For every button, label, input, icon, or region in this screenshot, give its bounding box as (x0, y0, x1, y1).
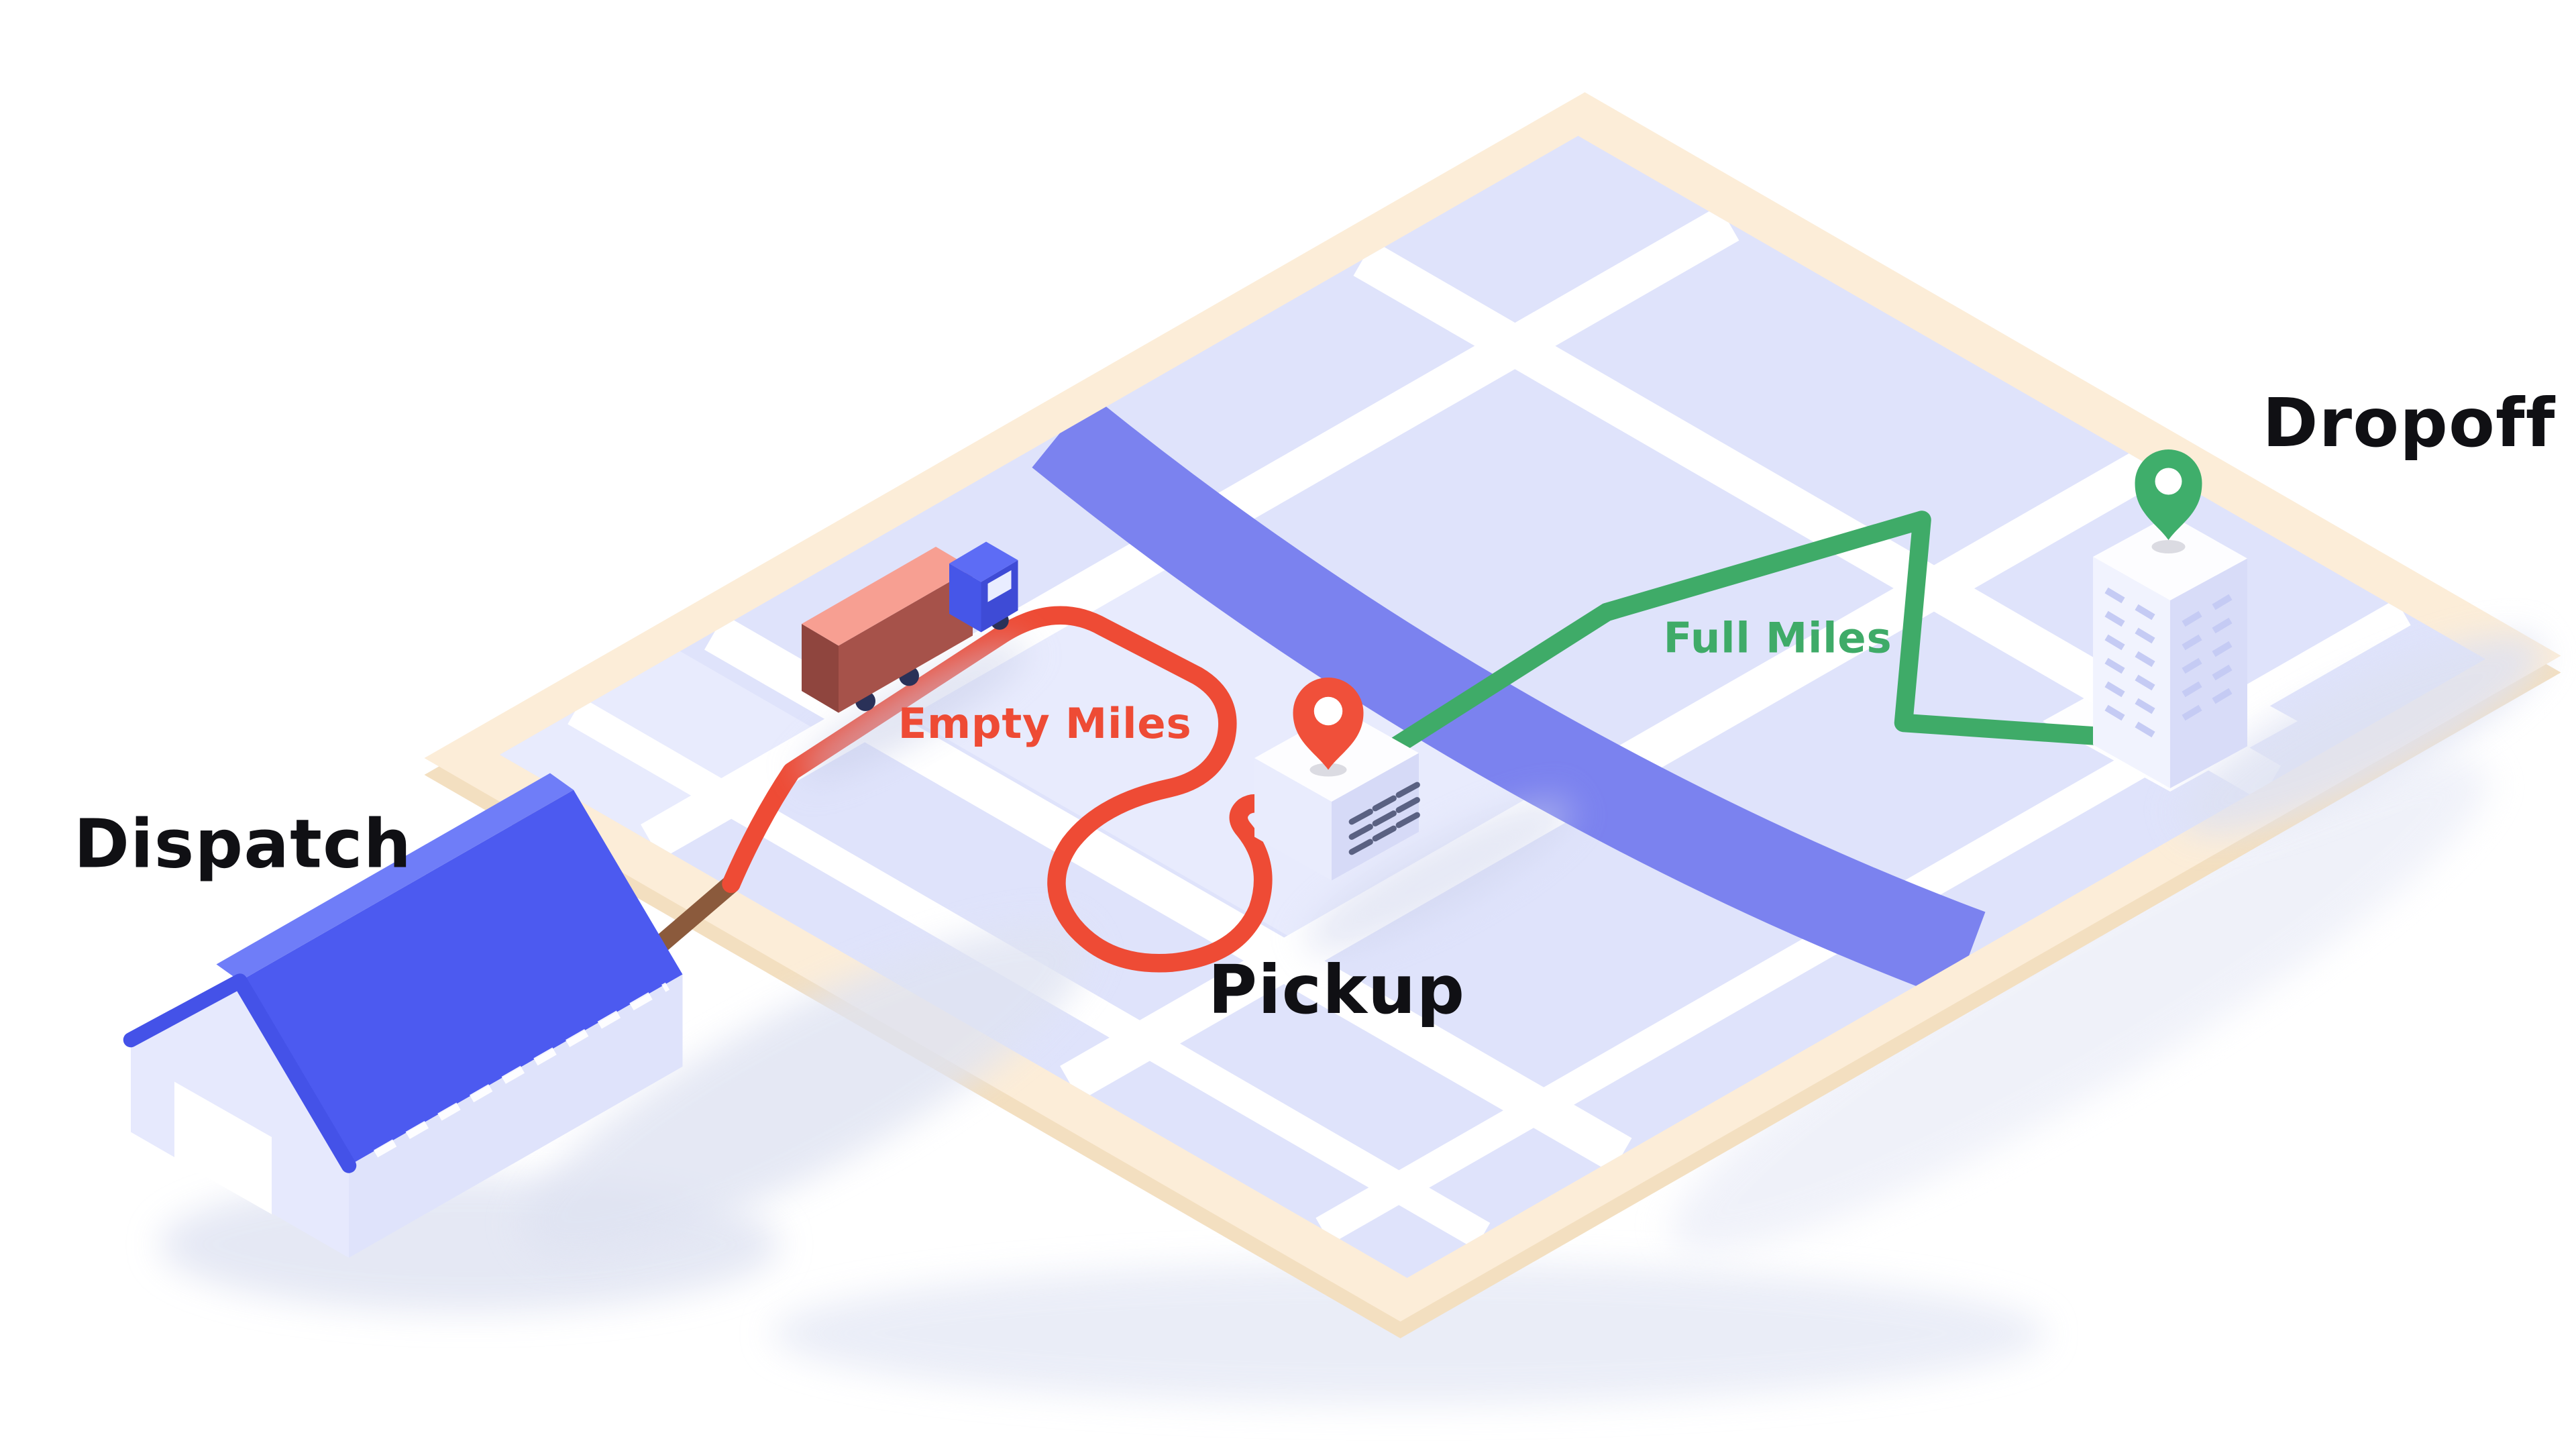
truck-trailer-top (802, 547, 973, 646)
river (1032, 394, 1986, 1000)
dropoff-label: Dropoff (2263, 384, 2556, 462)
labels: Dispatch Pickup Dropoff Empty Miles Full… (74, 384, 2556, 1029)
dropoff-roof (2093, 515, 2247, 600)
warehouse-roof (239, 790, 683, 1166)
warehouse-roof-ridge (216, 773, 574, 981)
empty-miles-label: Empty Miles (898, 699, 1192, 748)
full-miles-route (1367, 511, 2109, 767)
empty-miles-path (722, 606, 1306, 973)
delivery-truck (800, 541, 1028, 780)
warehouse-roof-fascia (123, 973, 357, 1173)
dispatch-label: Dispatch (74, 805, 412, 883)
truck-trailer-rear (802, 624, 839, 713)
city-block (907, 543, 1590, 936)
pickup-pin-icon (1293, 678, 1364, 777)
truck-windshield (987, 570, 1012, 602)
pin-hole (1313, 696, 1343, 726)
dropoff-building (2093, 515, 2247, 788)
full-miles-label: Full Miles (1664, 614, 1892, 663)
warehouse-side-wall (349, 974, 683, 1258)
truck-shadow (800, 642, 1028, 780)
dropoff-windows-left (2104, 587, 2155, 738)
pickup-left-face (1254, 758, 1332, 881)
dropoff-right-face (2170, 558, 2247, 788)
pickup-label: Pickup (1208, 951, 1466, 1029)
pin-hole (2155, 468, 2182, 495)
warehouse-streak-shadow (521, 924, 1089, 1256)
truck-cab-rear (949, 564, 981, 633)
pin-ground-shadow (2151, 540, 2186, 553)
dispatch-warehouse (123, 773, 683, 1258)
truck-trailer-side (839, 568, 973, 713)
pickup-vents (1348, 782, 1420, 855)
dropoff-shadow (2179, 635, 2544, 834)
pickup-shadow (1304, 798, 1574, 953)
warehouse-roof-dashes (373, 982, 670, 1158)
truck-cab-top (949, 541, 1018, 582)
map-right-shadow (1670, 760, 2489, 1252)
full-miles-path (1367, 511, 2109, 767)
warehouse-door (174, 1081, 272, 1214)
dropoff-pin-icon (2135, 449, 2202, 553)
dropoff-windows-right (2182, 594, 2233, 721)
